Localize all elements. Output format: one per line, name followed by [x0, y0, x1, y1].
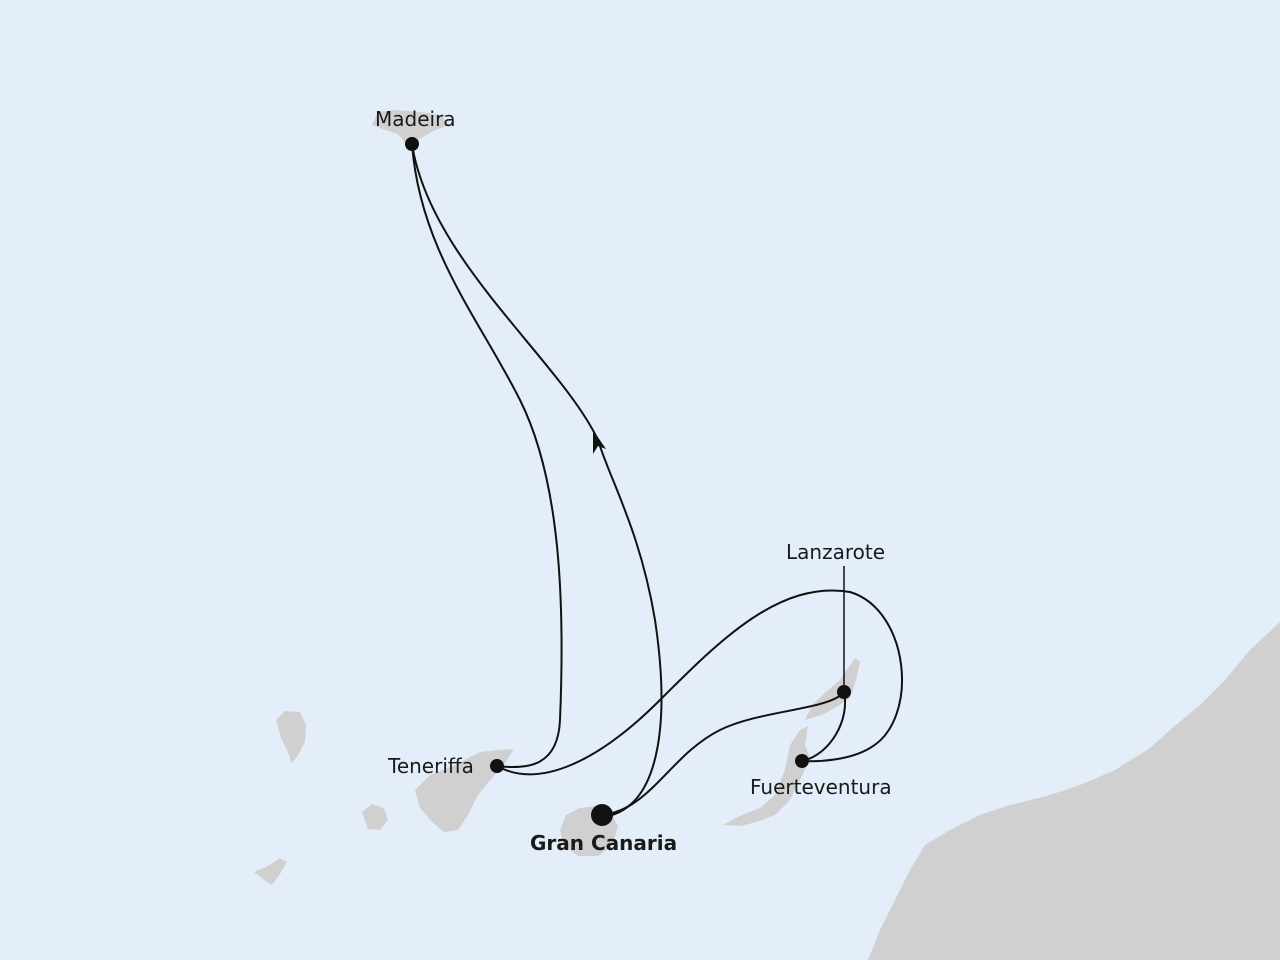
- island-tenerife: [415, 749, 514, 832]
- route-direction-arrow-icon: [593, 430, 606, 454]
- route-lanzarote-fuerteventura: [801, 691, 847, 762]
- label-lanzarote: Lanzarote: [786, 540, 885, 564]
- island-madeira: [372, 110, 450, 144]
- route-madeira-teneriffa: [411, 143, 563, 769]
- island-el-hierro: [254, 858, 287, 885]
- port-marker-fuerteventura[interactable]: [795, 754, 809, 768]
- route-gran-canaria-madeira: [411, 143, 663, 816]
- label-fuerteventura: Fuerteventura: [750, 775, 892, 799]
- label-teneriffa: Teneriffa: [388, 754, 474, 778]
- route-teneriffa-lanzarote: [496, 589, 904, 776]
- route-lanzarote-gran-canaria: [601, 691, 845, 816]
- island-la-gomera: [362, 804, 388, 830]
- africa-coast: [868, 622, 1280, 960]
- label-madeira: Madeira: [375, 107, 456, 131]
- label-gran-canaria: Gran Canaria: [530, 831, 678, 855]
- island-fuerteventura: [723, 726, 810, 826]
- port-marker-lanzarote[interactable]: [837, 685, 851, 699]
- port-marker-gran-canaria[interactable]: [591, 804, 613, 826]
- route-lines: [411, 143, 904, 816]
- port-marker-madeira[interactable]: [405, 137, 419, 151]
- port-marker-teneriffa[interactable]: [490, 759, 504, 773]
- island-la-palma: [276, 711, 306, 763]
